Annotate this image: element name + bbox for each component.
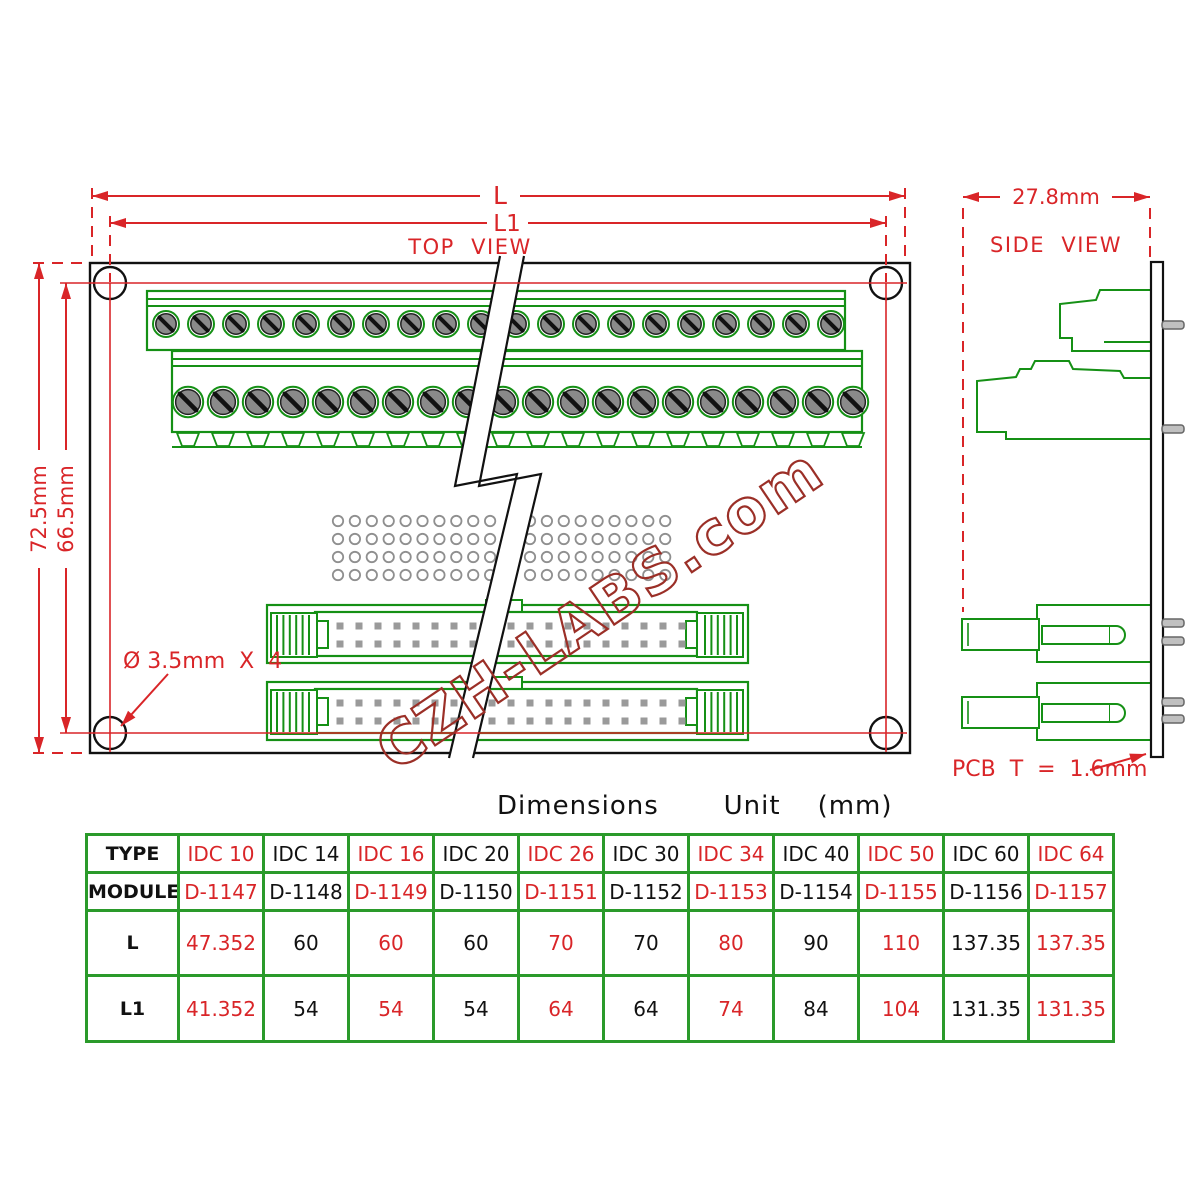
dim-label-l1: L1 <box>493 211 520 237</box>
idc-connectors <box>265 599 750 742</box>
cell-type-7: IDC 40 <box>772 833 860 874</box>
cell-type-5: IDC 30 <box>602 833 690 874</box>
cell-l1-8: 104 <box>857 974 945 1043</box>
cell-type-10: IDC 64 <box>1027 833 1115 874</box>
cell-type-2: IDC 16 <box>347 833 435 874</box>
cell-module-6: D-1153 <box>687 871 775 912</box>
proto-hole-grid <box>331 514 672 582</box>
top-view-dimensions <box>33 188 907 754</box>
row-header-l: L <box>85 909 180 977</box>
cell-l1-4: 64 <box>517 974 605 1043</box>
cell-module-1: D-1148 <box>262 871 350 912</box>
cell-module-2: D-1149 <box>347 871 435 912</box>
cell-l-5: 70 <box>602 909 690 977</box>
table-title: Dimensions Unit (mm) <box>497 791 893 821</box>
side-view-label: SIDE VIEW <box>990 233 1122 257</box>
side-view: 27.8mm SIDE VIEW PCB T = 1.6mm <box>952 185 1185 782</box>
cell-type-8: IDC 50 <box>857 833 945 874</box>
dim-label-l: L <box>493 181 507 210</box>
cell-l-3: 60 <box>432 909 520 977</box>
cell-type-1: IDC 14 <box>262 833 350 874</box>
cell-module-5: D-1152 <box>602 871 690 912</box>
terminal-block-side-profile-1 <box>1059 289 1151 352</box>
row-header-module: MODULE <box>85 871 180 912</box>
dim-label-66-5: 66.5mm <box>54 465 78 553</box>
dim-label-72-5: 72.5mm <box>27 465 51 553</box>
cell-module-4: D-1151 <box>517 871 605 912</box>
break-line <box>447 255 543 759</box>
cell-l-4: 70 <box>517 909 605 977</box>
cell-l1-10: 131.35 <box>1027 974 1115 1043</box>
cell-type-9: IDC 60 <box>942 833 1030 874</box>
cell-l1-0: 41.352 <box>177 974 265 1043</box>
terminal-block-side-profile-2 <box>976 360 1151 440</box>
cell-l-6: 80 <box>687 909 775 977</box>
cell-l-9: 137.35 <box>942 909 1030 977</box>
cell-type-3: IDC 20 <box>432 833 520 874</box>
cell-l-2: 60 <box>347 909 435 977</box>
row-header-l1: L1 <box>85 974 180 1043</box>
top-view-label: TOP VIEW <box>407 235 531 259</box>
terminal-block-row-2 <box>170 349 870 448</box>
cell-type-0: IDC 10 <box>177 833 265 874</box>
cell-l-10: 137.35 <box>1027 909 1115 977</box>
row-header-type: TYPE <box>85 833 180 874</box>
mount-hole-note: Ø 3.5mm X 4 <box>123 649 282 674</box>
cell-module-8: D-1155 <box>857 871 945 912</box>
cell-l1-1: 54 <box>262 974 350 1043</box>
cell-module-3: D-1150 <box>432 871 520 912</box>
cell-l-1: 60 <box>262 909 350 977</box>
cell-module-9: D-1156 <box>942 871 1030 912</box>
cell-l1-3: 54 <box>432 974 520 1043</box>
cell-module-10: D-1157 <box>1027 871 1115 912</box>
cell-l-7: 90 <box>772 909 860 977</box>
dim-label-27-8: 27.8mm <box>1012 185 1100 209</box>
cell-l1-5: 64 <box>602 974 690 1043</box>
cell-l1-2: 54 <box>347 974 435 1043</box>
cell-l-8: 110 <box>857 909 945 977</box>
cell-module-0: D-1147 <box>177 871 265 912</box>
pcb-thickness-note: PCB T = 1.6mm <box>952 757 1147 782</box>
cell-type-6: IDC 34 <box>687 833 775 874</box>
cell-l1-7: 84 <box>772 974 860 1043</box>
cell-module-7: D-1154 <box>772 871 860 912</box>
idc-connector-2 <box>265 676 750 742</box>
solder-pins <box>1161 320 1185 724</box>
cell-l-0: 47.352 <box>177 909 265 977</box>
cell-l1-6: 74 <box>687 974 775 1043</box>
cell-type-4: IDC 26 <box>517 833 605 874</box>
pcb-side-strip <box>1149 260 1165 759</box>
cell-l1-9: 131.35 <box>942 974 1030 1043</box>
